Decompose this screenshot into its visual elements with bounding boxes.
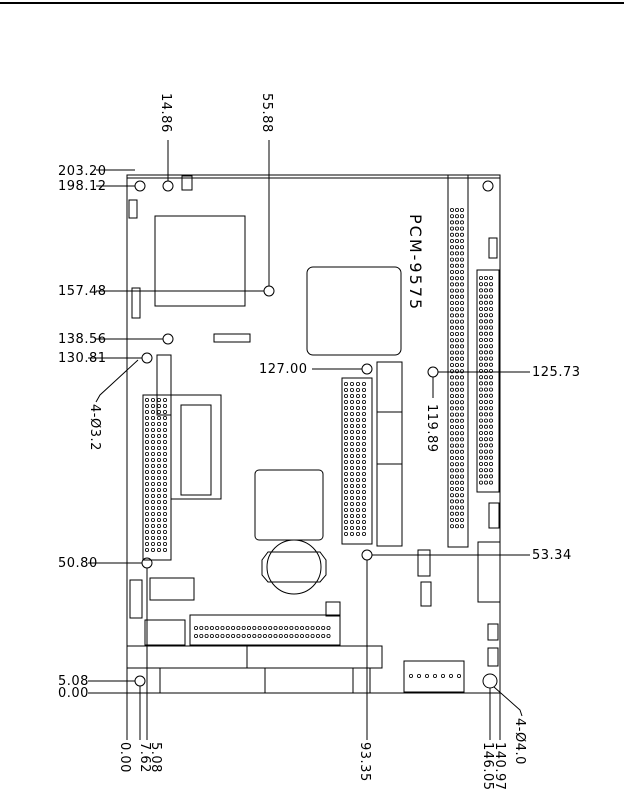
dim-7-62: 7.62 — [137, 742, 152, 773]
bottom-connector-row-1 — [126, 645, 383, 669]
chipset-footprint — [306, 266, 402, 356]
top-rule — [0, 2, 624, 4]
ide-connector — [189, 614, 341, 646]
dim-53-34: 53.34 — [532, 548, 572, 563]
dim-5-08: 5.08 — [58, 674, 89, 689]
dim-55-88: 55.88 — [259, 93, 274, 133]
dim-125-73: 125.73 — [532, 365, 581, 380]
dim-0-00-bottom: 0.00 — [117, 742, 132, 773]
dim-198-12: 198.12 — [58, 179, 107, 194]
socket — [170, 394, 222, 500]
dim-0-00: 0.00 — [58, 686, 89, 701]
dim-50-80: 50.80 — [58, 556, 98, 571]
dim-14-86: 14.86 — [158, 93, 173, 133]
dim-140-97: 140.97 — [492, 742, 507, 791]
board-label: PCM-9575 — [406, 214, 425, 311]
dim-138-56: 138.56 — [58, 332, 107, 347]
power-connector — [403, 660, 465, 693]
right-header — [476, 269, 500, 493]
dim-203-20: 203.20 — [58, 164, 107, 179]
mid-header — [341, 377, 373, 545]
cpu-footprint — [154, 215, 246, 307]
dim-146-05: 146.05 — [480, 742, 495, 791]
dim-5-08-bottom: 5.08 — [148, 742, 163, 773]
dim-130-81: 130.81 — [58, 351, 107, 366]
dim-93-35: 93.35 — [357, 742, 372, 782]
hole-note-small: 4-Ø3.2 — [87, 404, 102, 451]
battery — [266, 539, 322, 595]
hole-note-large: 4-Ø4.0 — [512, 718, 527, 765]
dim-119-89: 119.89 — [424, 404, 439, 453]
dim-157-48: 157.48 — [58, 284, 107, 299]
bios-chip — [254, 469, 324, 541]
dim-127-00: 127.00 — [259, 362, 308, 377]
pc104-connector — [447, 174, 469, 548]
